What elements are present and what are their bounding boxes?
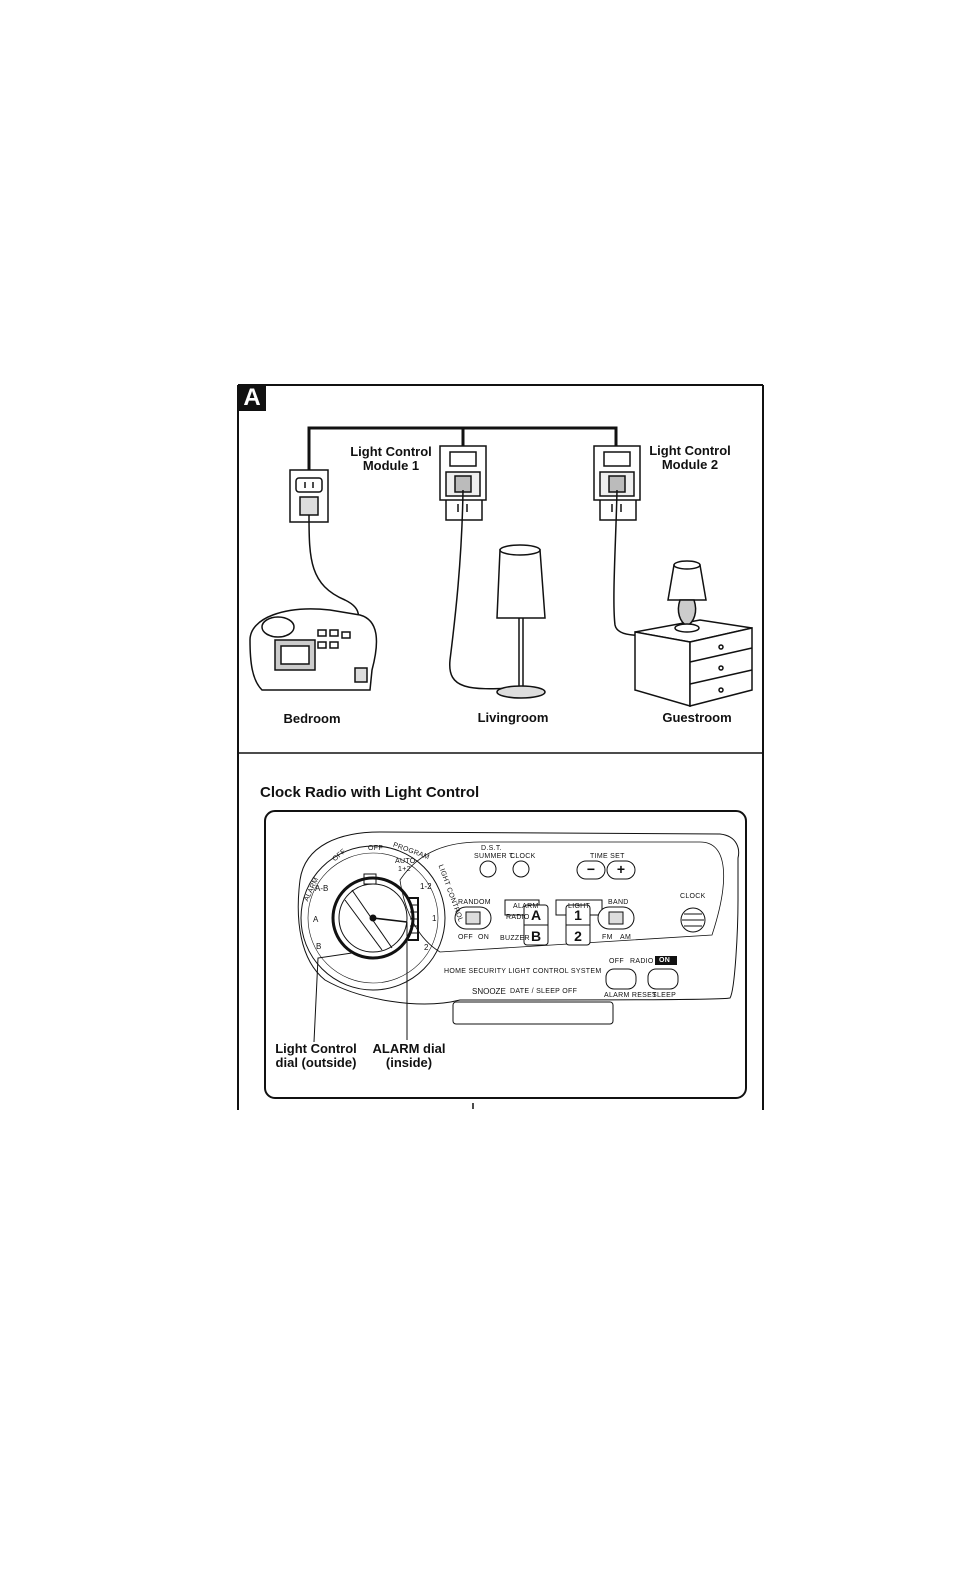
random-label: RANDOM [458, 899, 491, 906]
bedroom-outlet [289, 469, 329, 523]
alarm-label: ALARM [513, 903, 539, 910]
band-fm: FM [602, 934, 613, 941]
alarm-key-a: A [530, 907, 542, 923]
callout-light-control-dial: Light Control dial (outside) [268, 1042, 364, 1070]
nightstand [634, 619, 753, 707]
dst-button [479, 860, 497, 878]
dial-assembly [300, 845, 446, 991]
radio-buttons [452, 860, 706, 1025]
callout-2-line2: (inside) [385, 1055, 433, 1070]
buzzer-label: BUZZER [500, 935, 530, 942]
mark-1: 1 [432, 914, 437, 923]
module-2-line1: Light Control [649, 443, 731, 458]
ring-auto: AUTO [395, 858, 416, 865]
on-badge-bg [655, 956, 677, 965]
frame [237, 384, 764, 1110]
alarm-key-b: B [530, 928, 542, 944]
home-security-label: HOME SECURITY LIGHT CONTROL SYSTEM [444, 968, 602, 975]
radio-label: RADIO [506, 914, 530, 921]
table-lamp [667, 560, 707, 633]
snooze-bar [452, 1001, 614, 1025]
module-1-label: Light Control Module 1 [345, 445, 437, 473]
random-on: ON [478, 934, 490, 941]
random-off: OFF [458, 934, 473, 941]
snooze-label: SNOOZE [472, 987, 506, 996]
light-control-module-1 [439, 445, 487, 521]
clock-label: CLOCK [510, 853, 536, 860]
module-1-line2: Module 1 [362, 458, 420, 473]
callout-alarm-dial: ALARM dial (inside) [368, 1042, 450, 1070]
floor-lamp [496, 544, 546, 699]
mark-1-2: 1-2 [420, 882, 432, 891]
plus-icon: + [616, 861, 626, 877]
summer-label: SUMMER T. [474, 853, 516, 860]
on-label: ON [659, 957, 671, 964]
panel-badge: A [238, 385, 266, 411]
ring-off-2: OFF [368, 845, 383, 852]
module-2-line2: Module 2 [661, 457, 719, 472]
livingroom-cord [449, 489, 516, 690]
callout-1-line1: Light Control [275, 1041, 357, 1056]
callout-1-line2: dial (outside) [275, 1055, 357, 1070]
module-2-label: Light Control Module 2 [644, 444, 736, 472]
dst-label: D.S.T. [481, 845, 502, 852]
mark-2: 2 [424, 943, 429, 952]
module-1-line1: Light Control [350, 444, 432, 459]
house-wiring [307, 426, 618, 470]
time-set-minus-button [576, 860, 606, 880]
date-sleep-off-label: DATE / SLEEP OFF [510, 988, 578, 995]
radio-small-label: RADIO [630, 958, 654, 965]
mark-a: A [313, 915, 319, 924]
clock-radio-illustration [249, 608, 378, 691]
light-control-dial-outside [300, 845, 446, 991]
radio-panel-frame [264, 810, 747, 1099]
minus-icon: − [586, 861, 596, 877]
off-label: OFF [609, 958, 624, 965]
sleep-label: SLEEP [652, 992, 677, 999]
light-label: LIGHT [568, 903, 591, 910]
light-key-1: 1 [574, 907, 582, 923]
room-label-bedroom: Bedroom [283, 711, 341, 726]
band-am: AM [620, 934, 632, 941]
alarm-reset-button [605, 968, 637, 990]
alarm-dial-inside [331, 876, 415, 960]
time-set-label: TIME SET [590, 853, 625, 860]
sleep-button [647, 968, 679, 990]
clock-button [512, 860, 530, 878]
light-key-2: 2 [574, 928, 582, 944]
mark-a-b: A-B [315, 884, 329, 893]
callout-leaders [313, 922, 408, 1043]
mark-b: B [316, 942, 322, 951]
room-label-livingroom: Livingroom [477, 710, 549, 725]
room-label-guestroom: Guestroom [662, 710, 732, 725]
callout-2-line1: ALARM dial [372, 1041, 446, 1056]
time-set-plus-button [606, 860, 636, 880]
radio-title: Clock Radio with Light Control [260, 784, 480, 801]
clock-knob-label: CLOCK [680, 893, 706, 900]
ring-program-sub: 1+2 [398, 866, 411, 873]
band-label: BAND [608, 899, 629, 906]
alarm-reset-label: ALARM RESET [604, 992, 657, 999]
